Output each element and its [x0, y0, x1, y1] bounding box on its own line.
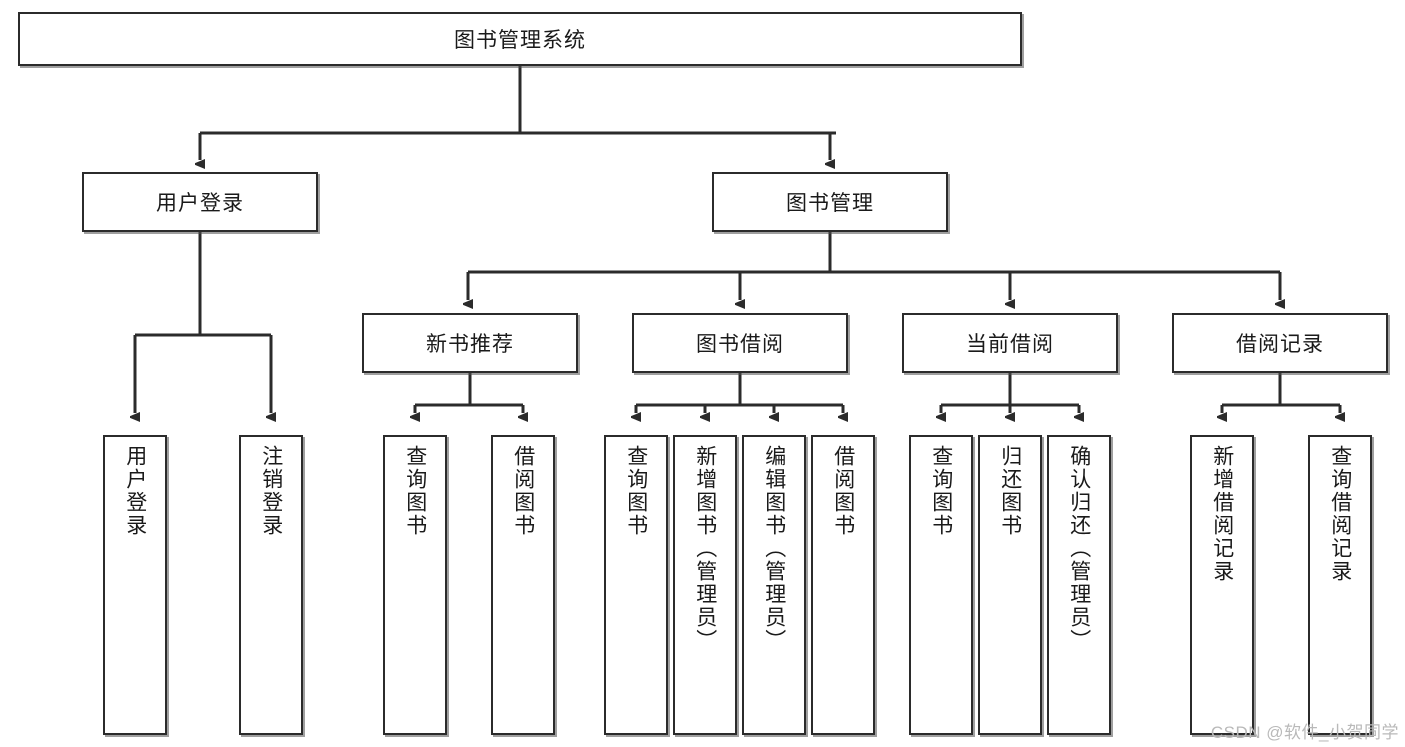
node-book-management[interactable]: 图书管理 [712, 172, 948, 232]
leaf-query-book-3[interactable]: 查询图书 [909, 435, 973, 735]
node-borrow-record-label: 借阅记录 [1236, 333, 1324, 356]
leaf-user-login[interactable]: 用户登录 [103, 435, 167, 735]
leaf-logout-login-label: 注销登录 [259, 445, 283, 537]
leaf-query-book-1-label: 查询图书 [403, 445, 427, 537]
leaf-user-login-label: 用户登录 [123, 445, 147, 537]
leaf-add-book-label: 新增图书（管理员） [693, 445, 717, 652]
leaf-return-book[interactable]: 归还图书 [978, 435, 1042, 735]
node-new-book-recommend-label: 新书推荐 [426, 333, 514, 356]
leaf-borrow-book-1-label: 借阅图书 [511, 445, 535, 537]
node-book-management-label: 图书管理 [786, 192, 874, 215]
node-user-login[interactable]: 用户登录 [82, 172, 318, 232]
leaf-borrow-book-1[interactable]: 借阅图书 [491, 435, 555, 735]
leaf-add-book[interactable]: 新增图书（管理员） [673, 435, 737, 735]
node-book-borrow[interactable]: 图书借阅 [632, 313, 848, 373]
watermark: CSDN @软件_小贺同学 [1210, 723, 1399, 742]
node-current-borrow[interactable]: 当前借阅 [902, 313, 1118, 373]
leaf-logout-login[interactable]: 注销登录 [239, 435, 303, 735]
leaf-query-record-label: 查询借阅记录 [1328, 445, 1352, 583]
leaf-return-book-label: 归还图书 [998, 445, 1022, 537]
node-current-borrow-label: 当前借阅 [966, 333, 1054, 356]
leaf-borrow-book-2[interactable]: 借阅图书 [811, 435, 875, 735]
leaf-query-book-2[interactable]: 查询图书 [604, 435, 668, 735]
node-book-borrow-label: 图书借阅 [696, 333, 784, 356]
leaf-query-record[interactable]: 查询借阅记录 [1308, 435, 1372, 735]
node-new-book-recommend[interactable]: 新书推荐 [362, 313, 578, 373]
node-user-login-label: 用户登录 [156, 192, 244, 215]
leaf-add-record-label: 新增借阅记录 [1210, 445, 1234, 583]
leaf-query-book-2-label: 查询图书 [624, 445, 648, 537]
node-root[interactable]: 图书管理系统 [18, 12, 1022, 66]
node-borrow-record[interactable]: 借阅记录 [1172, 313, 1388, 373]
leaf-confirm-return-label: 确认归还（管理员） [1067, 445, 1091, 652]
leaf-borrow-book-2-label: 借阅图书 [831, 445, 855, 537]
leaf-confirm-return[interactable]: 确认归还（管理员） [1047, 435, 1111, 735]
leaf-query-book-3-label: 查询图书 [929, 445, 953, 537]
leaf-edit-book[interactable]: 编辑图书（管理员） [742, 435, 806, 735]
leaf-query-book-1[interactable]: 查询图书 [383, 435, 447, 735]
leaf-edit-book-label: 编辑图书（管理员） [762, 445, 786, 652]
node-root-label: 图书管理系统 [454, 29, 586, 52]
leaf-add-record[interactable]: 新增借阅记录 [1190, 435, 1254, 735]
